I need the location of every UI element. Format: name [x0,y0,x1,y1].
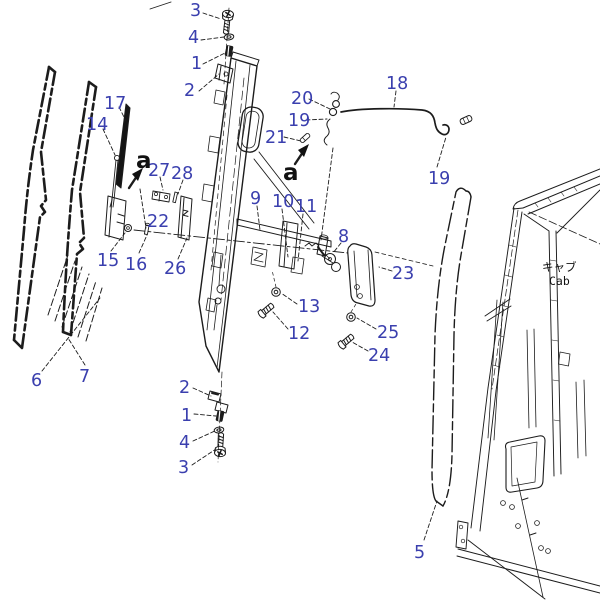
part-label-17: 17 [104,94,126,114]
cab-structure [455,168,600,600]
door-panel-assembly [198,51,315,373]
hinge-bracket-2-top [214,63,234,84]
part-label-3-bottom: 3 [178,458,189,478]
part-label-12: 12 [288,324,310,344]
part-label-8: 8 [338,227,349,247]
pin-28 [172,191,179,204]
check-rod-14 [109,159,119,208]
bolt-24 [336,332,356,351]
cab-caption: キャブ Cab [542,260,577,288]
hinge-base-bracket [104,195,127,241]
door-latch-8 [304,234,341,272]
part-label-4-bottom: 4 [179,433,190,453]
part-label-23: 23 [392,264,414,284]
part-label-21: 21 [265,128,287,148]
cab-a-pillar [487,207,523,392]
wire-end-fitting-19-right [459,115,473,125]
part-label-2-top: 2 [184,81,195,101]
edge-line-top [149,1,172,10]
latch-cross-bar [236,218,332,275]
cab-base-rails [456,548,600,594]
part-label-9: 9 [250,189,261,209]
screw-3-top [219,9,235,36]
cover-panel-23 [347,243,434,307]
bushing-1-bottom [214,409,226,423]
part-label-5: 5 [414,543,425,563]
part-label-10: 10 [272,192,294,212]
part-label-1-bottom: 1 [181,406,192,426]
bolt-12 [256,301,276,320]
z-flag-plate [250,246,268,268]
pin-21 [299,132,311,144]
part-label-28: 28 [171,164,193,184]
washer-4-bottom [213,425,225,435]
window-glass-panel-6 [12,65,57,350]
part-label-7: 7 [79,367,90,387]
part-label-1-top: 1 [191,54,202,74]
part-label-27: 27 [148,161,170,181]
door-handle-recess [237,106,264,153]
part-label-11: 11 [295,197,317,217]
seal-strip-17 [115,103,131,189]
view-marker-texts: a a [136,148,299,186]
cab-base-bracket [455,520,469,550]
view-marker-a-left: a [136,148,152,174]
plate-26 [177,195,193,241]
washer-13 [271,287,281,297]
ring-20 [332,100,340,108]
cab-step-cutout [504,435,546,493]
part-label-25: 25 [377,323,399,343]
part-label-24: 24 [368,346,390,366]
part-label-3-top: 3 [190,1,201,21]
trim-panel-5 [431,187,472,507]
top-hinge-parts [214,7,235,85]
part-label-16: 16 [125,255,147,275]
part-label-20: 20 [291,89,313,109]
bracket-11 [290,256,305,275]
glass-shine-hatching [47,254,103,342]
leader-lines [41,12,447,541]
part-labels: 3 4 1 2 17 14 27 28 22 15 16 26 9 10 11 … [31,1,450,563]
part-label-4-top: 4 [188,28,199,48]
rod-14-head [113,154,121,162]
hinge-axis-line-22 [133,229,349,254]
cab-caption-japanese: キャブ [542,260,577,274]
part-label-19-left: 19 [288,111,310,131]
washer-25 [346,312,356,322]
part-label-18: 18 [386,74,408,94]
part-label-6: 6 [31,371,42,391]
fasteners-group [256,269,357,351]
view-marker-arrows [127,144,309,190]
part-label-13: 13 [298,297,320,317]
part-label-19-right: 19 [428,169,450,189]
bottom-hinge-parts [207,371,229,463]
wire-spring-clip [323,118,331,146]
hinge-bracket-cluster [104,103,349,254]
grommet-15 [124,224,132,232]
hinge-bracket-2-bottom [207,390,229,414]
part-label-22: 22 [147,212,169,232]
cab-roof-beam [519,168,600,215]
window-seal-panel-7 [61,80,98,337]
clip-27 [151,190,171,203]
bracket-10 [278,220,299,270]
part-label-15: 15 [97,251,119,271]
part-label-2-bottom: 2 [179,378,190,398]
ring-19-left [328,107,338,117]
part-label-14: 14 [86,115,108,135]
part-label-26: 26 [164,259,186,279]
cab-caption-english: Cab [549,274,570,288]
cab-b-pillar [523,213,562,477]
view-marker-a-right: a [283,160,299,186]
door-stay-wire-18 [299,91,473,146]
screw-3-bottom [213,431,228,458]
